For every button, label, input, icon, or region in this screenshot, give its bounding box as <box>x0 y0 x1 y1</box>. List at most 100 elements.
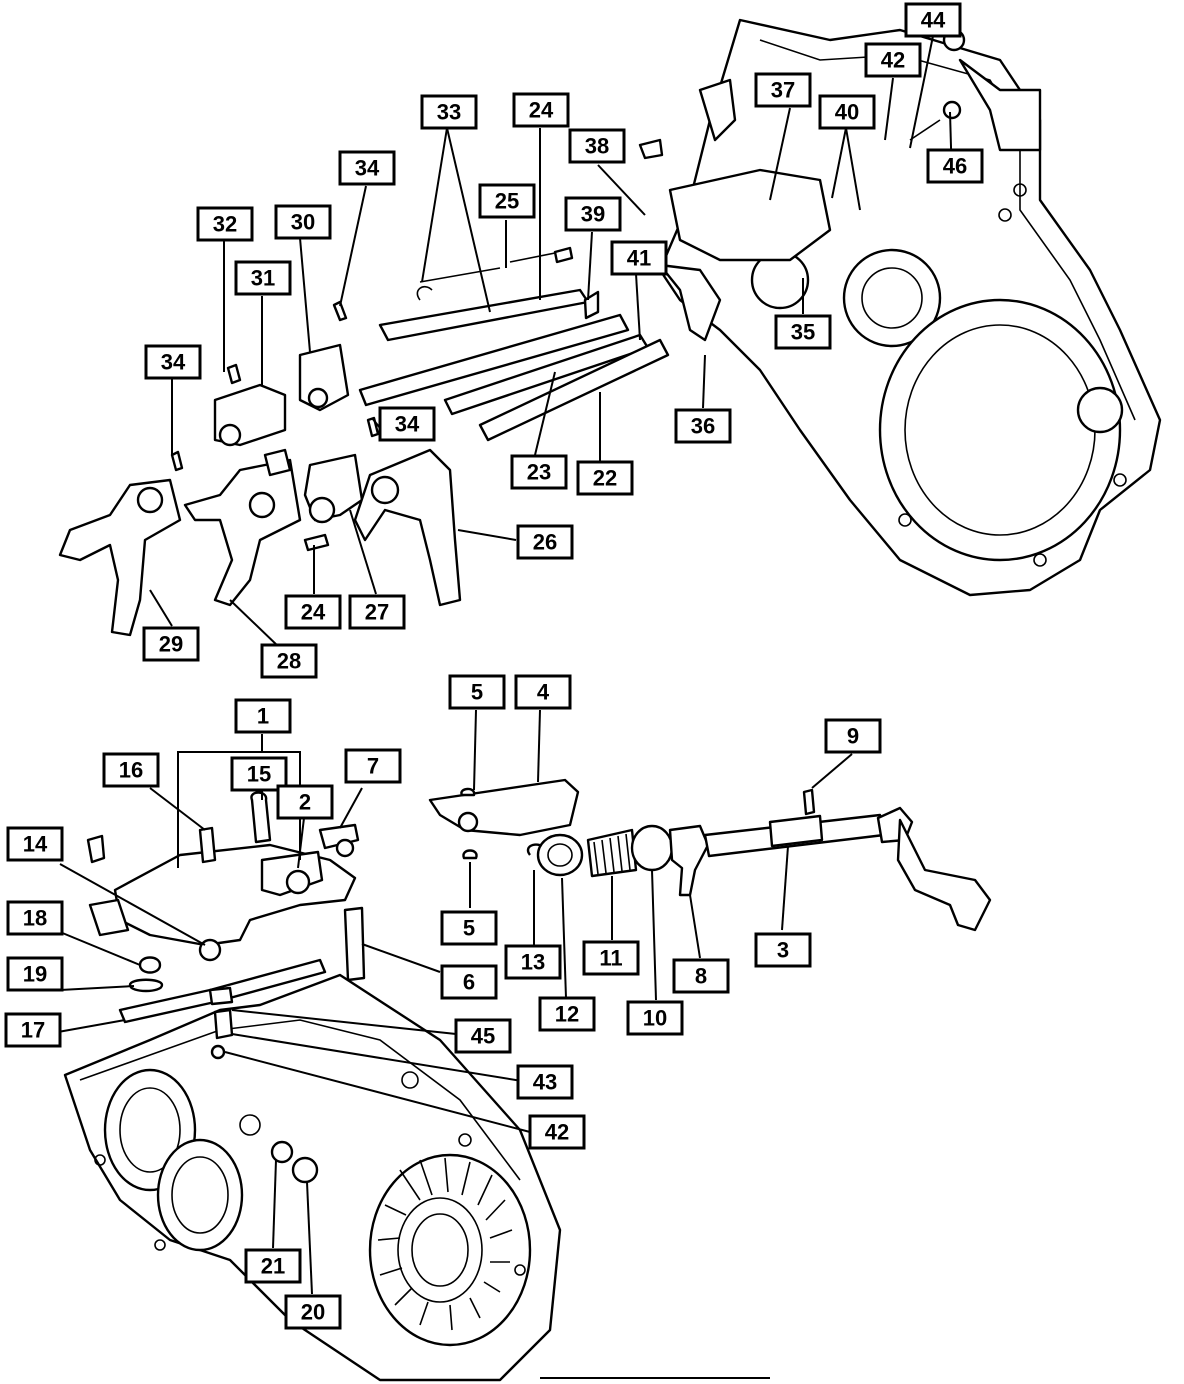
callouts: 44 42 37 40 33 24 38 46 25 39 34 32 30 3… <box>4 2 984 1330</box>
callout-42-top: 42 <box>864 42 922 78</box>
callout-32: 32 <box>196 206 254 242</box>
svg-text:18: 18 <box>23 906 47 931</box>
callout-14: 14 <box>6 826 64 862</box>
svg-text:12: 12 <box>555 1002 579 1027</box>
svg-text:1: 1 <box>257 704 269 729</box>
shift-shaft-assembly <box>428 778 992 932</box>
callout-22: 22 <box>576 460 634 496</box>
callout-4: 4 <box>514 674 572 710</box>
callout-5-bottom: 5 <box>440 910 498 946</box>
callout-42-bottom: 42 <box>528 1114 586 1150</box>
callout-41: 41 <box>610 240 668 276</box>
shift-rails <box>358 246 670 442</box>
callout-3: 3 <box>754 932 812 968</box>
svg-text:2: 2 <box>299 790 311 815</box>
svg-text:14: 14 <box>23 832 48 857</box>
svg-text:23: 23 <box>527 460 551 485</box>
callout-45: 45 <box>454 1018 512 1054</box>
callout-13: 13 <box>504 944 562 980</box>
svg-text:29: 29 <box>159 632 183 657</box>
callout-29: 29 <box>142 626 200 662</box>
svg-text:37: 37 <box>771 78 795 103</box>
callout-44: 44 <box>904 2 962 38</box>
svg-text:25: 25 <box>495 189 519 214</box>
svg-text:19: 19 <box>23 962 47 987</box>
callout-20: 20 <box>284 1294 342 1330</box>
shift-forks <box>58 300 462 637</box>
svg-text:44: 44 <box>921 8 946 33</box>
clutch-housing <box>638 18 1162 597</box>
svg-text:7: 7 <box>367 754 379 779</box>
svg-text:24: 24 <box>301 600 326 625</box>
svg-text:16: 16 <box>119 758 143 783</box>
svg-text:34: 34 <box>395 412 420 437</box>
callout-2: 2 <box>276 784 334 820</box>
svg-text:11: 11 <box>599 946 622 971</box>
callout-9: 9 <box>824 718 882 754</box>
callout-8: 8 <box>672 958 730 994</box>
callout-34-b: 34 <box>144 344 202 380</box>
callout-31: 31 <box>234 260 292 296</box>
callout-38: 38 <box>568 128 626 164</box>
svg-text:21: 21 <box>261 1254 285 1279</box>
svg-text:17: 17 <box>21 1018 45 1043</box>
svg-text:20: 20 <box>301 1300 325 1325</box>
transaxle-case <box>63 973 562 1382</box>
svg-text:39: 39 <box>581 202 605 227</box>
svg-text:42: 42 <box>881 48 905 73</box>
svg-text:38: 38 <box>585 134 609 159</box>
svg-text:42: 42 <box>545 1120 569 1145</box>
callout-10: 10 <box>626 1000 684 1036</box>
svg-text:45: 45 <box>471 1024 495 1049</box>
svg-text:13: 13 <box>521 950 545 975</box>
callout-5-top: 5 <box>448 674 506 710</box>
callout-16: 16 <box>102 752 160 788</box>
svg-text:24: 24 <box>529 98 554 123</box>
svg-text:15: 15 <box>247 762 271 787</box>
callout-6: 6 <box>440 964 498 1000</box>
callout-1: 1 <box>234 698 292 734</box>
callout-34-a: 34 <box>338 150 396 186</box>
callout-19: 19 <box>6 956 64 992</box>
callout-18: 18 <box>6 900 64 936</box>
svg-text:43: 43 <box>533 1070 557 1095</box>
svg-text:40: 40 <box>835 100 859 125</box>
shift-cover <box>86 791 366 1060</box>
svg-text:32: 32 <box>213 212 237 237</box>
callout-17: 17 <box>4 1012 62 1048</box>
leader-lines <box>57 35 953 1295</box>
callout-43: 43 <box>516 1064 574 1100</box>
svg-text:6: 6 <box>463 970 475 995</box>
callout-7: 7 <box>344 748 402 784</box>
svg-text:30: 30 <box>291 210 315 235</box>
callout-33: 33 <box>420 94 478 130</box>
callout-24-top: 24 <box>512 92 570 128</box>
callout-34-c: 34 <box>378 406 436 442</box>
callout-12: 12 <box>538 996 596 1032</box>
callout-21: 21 <box>244 1248 302 1284</box>
svg-text:3: 3 <box>777 938 789 963</box>
svg-text:5: 5 <box>471 680 483 705</box>
svg-text:4: 4 <box>537 680 550 705</box>
callout-24-b: 24 <box>284 594 342 630</box>
svg-text:34: 34 <box>161 350 186 375</box>
svg-text:27: 27 <box>365 600 389 625</box>
callout-15: 15 <box>230 756 288 792</box>
callout-37: 37 <box>754 72 812 108</box>
svg-text:28: 28 <box>277 649 301 674</box>
svg-text:33: 33 <box>437 100 461 125</box>
callout-25: 25 <box>478 183 536 219</box>
svg-text:34: 34 <box>355 156 380 181</box>
svg-text:46: 46 <box>943 154 967 179</box>
svg-text:5: 5 <box>463 916 475 941</box>
callout-23: 23 <box>510 454 568 490</box>
svg-text:35: 35 <box>791 320 815 345</box>
svg-text:26: 26 <box>533 530 557 555</box>
svg-text:22: 22 <box>593 466 617 491</box>
svg-text:41: 41 <box>627 246 651 271</box>
svg-text:36: 36 <box>691 414 715 439</box>
callout-35: 35 <box>774 314 832 350</box>
callout-28: 28 <box>260 643 318 679</box>
callout-26: 26 <box>516 524 574 560</box>
